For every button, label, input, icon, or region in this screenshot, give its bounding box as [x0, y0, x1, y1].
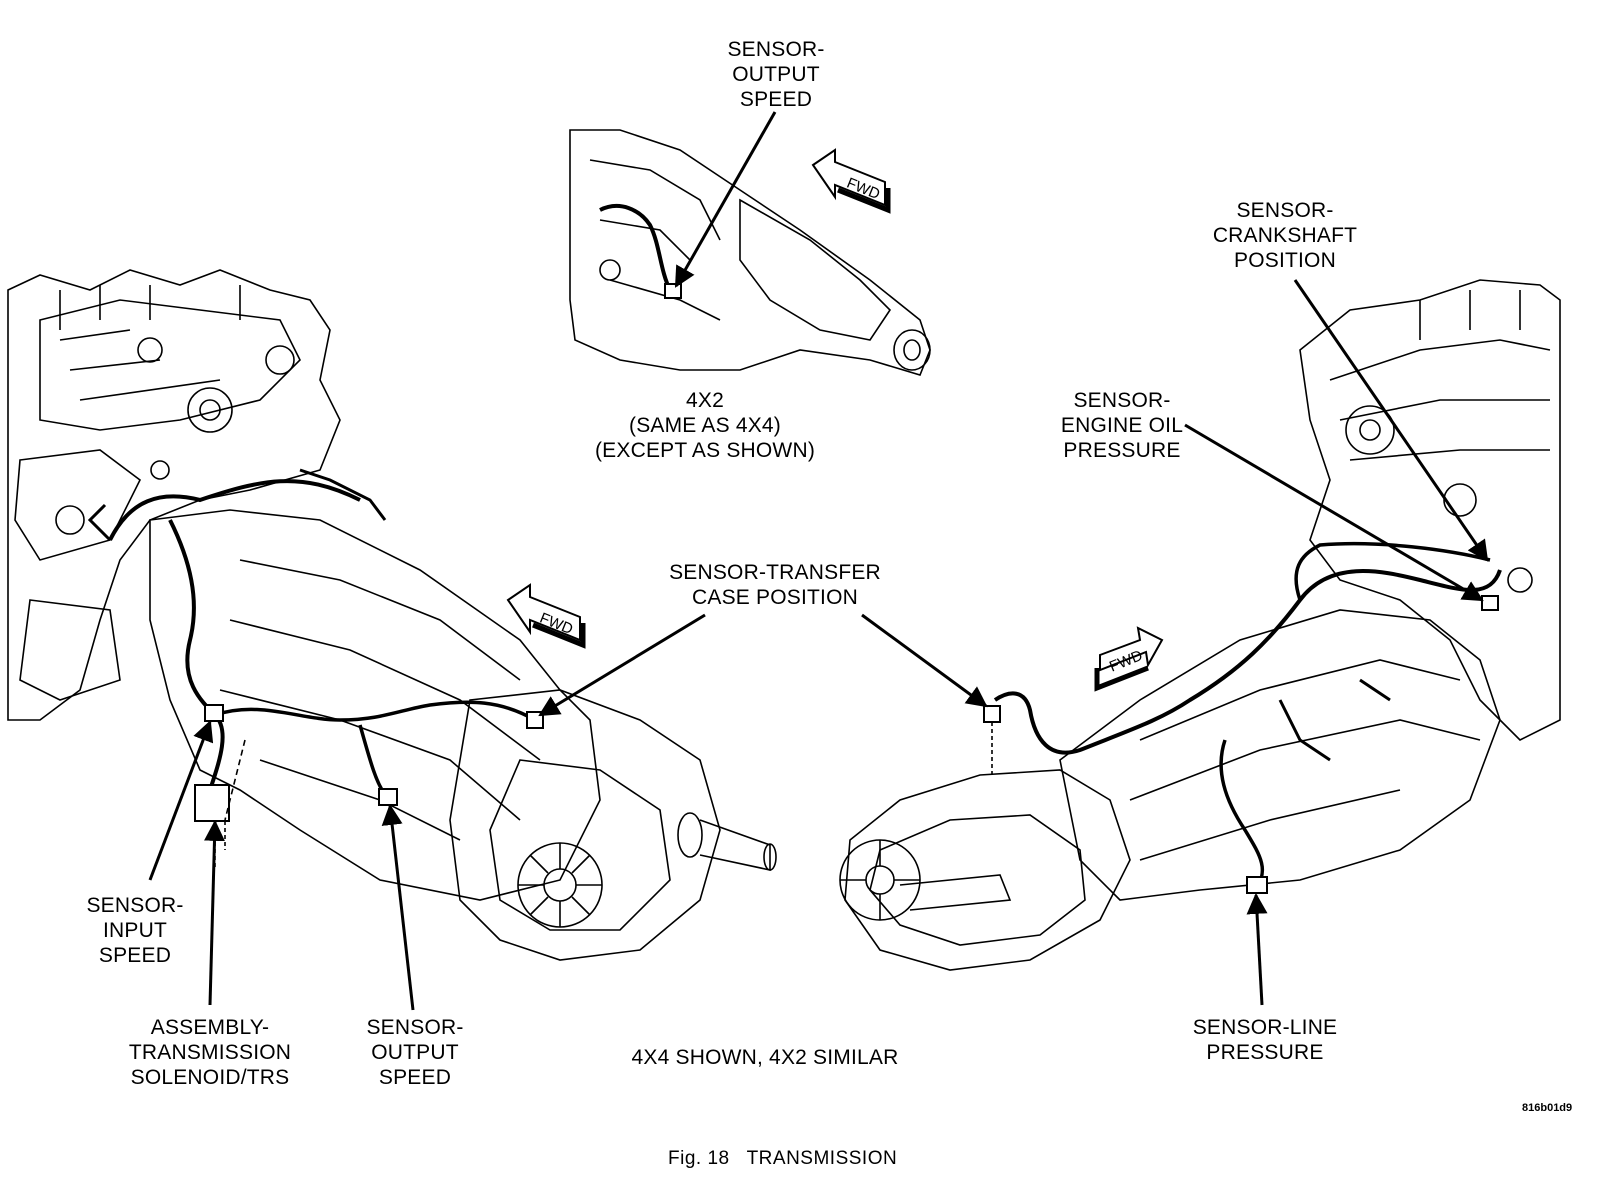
image-code: 816b01d9: [1522, 1102, 1573, 1114]
label-bottom-output-speed: SENSOR- OUTPUT SPEED: [366, 1016, 464, 1089]
leader-lines: [148, 111, 1489, 1011]
leader-oil-pressure: [1184, 423, 1484, 602]
label-crankshaft-position: SENSOR- CRANKSHAFT POSITION: [1212, 199, 1358, 272]
note-4x4-shown: 4X4 SHOWN, 4X2 SIMILAR: [631, 1046, 899, 1069]
leader-transfer-right: [861, 613, 988, 708]
leader-top-output-speed: [674, 111, 777, 288]
label-inset-caption: 4X2 (SAME AS 4X4) (EXCEPT AS SHOWN): [594, 389, 816, 462]
figure-caption: Fig. 18 TRANSMISSION: [668, 1148, 898, 1169]
leader-line-pressure: [1246, 892, 1268, 1006]
left-engine-drawing: [7, 269, 777, 961]
leader-transfer-left: [538, 613, 706, 717]
right-engine-drawing: [839, 279, 1561, 971]
label-input-speed: SENSOR- INPUT SPEED: [86, 894, 184, 967]
inset-4x2-drawing: [569, 129, 931, 376]
leader-crankshaft: [1293, 279, 1489, 562]
label-engine-oil-pressure: SENSOR- ENGINE OIL PRESSURE: [1060, 389, 1184, 462]
label-top-output-speed: SENSOR- OUTPUT SPEED: [727, 38, 825, 111]
leader-input-speed: [148, 720, 214, 881]
leader-bottom-output-speed: [381, 803, 415, 1011]
fwd-arrow-right: FWD: [1094, 626, 1164, 692]
label-line-pressure: SENSOR-LINE PRESSURE: [1192, 1016, 1338, 1064]
fwd-arrow-inset: FWD: [811, 148, 891, 214]
leader-solenoid: [203, 819, 225, 1006]
label-solenoid-trs: ASSEMBLY- TRANSMISSION SOLENOID/TRS: [128, 1016, 292, 1089]
label-transfer-case-position: SENSOR-TRANSFER CASE POSITION: [669, 561, 881, 609]
fwd-arrow-left: FWD: [506, 583, 586, 649]
